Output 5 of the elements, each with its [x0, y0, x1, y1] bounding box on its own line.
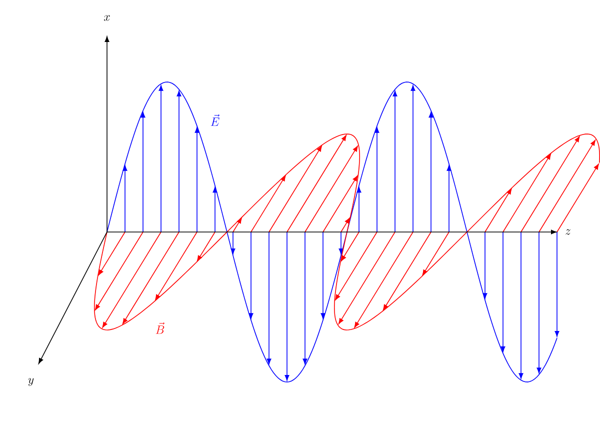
axis-label: $z$: [566, 229, 571, 235]
axis-label: $y$: [28, 378, 34, 386]
field-label: $\vec{B}$: [156, 322, 164, 334]
field-label: $\vec{E}$: [210, 114, 220, 126]
axis-label: $x$: [104, 15, 110, 21]
